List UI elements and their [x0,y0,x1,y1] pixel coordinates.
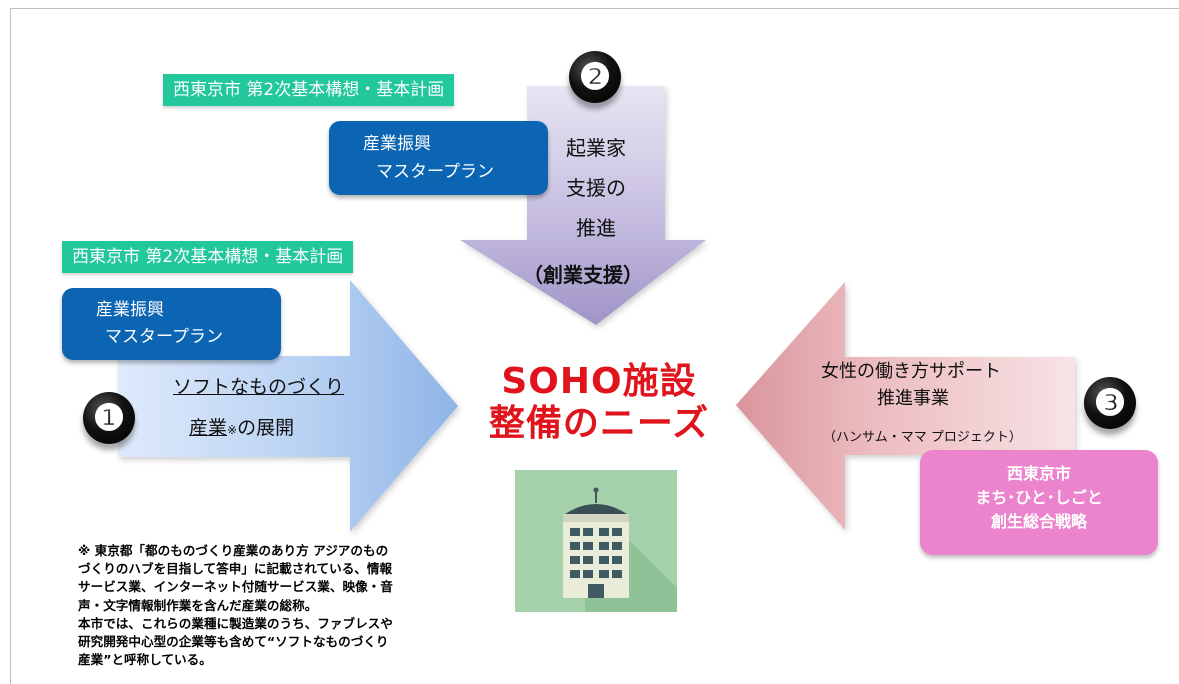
arrow-top-line1: 起業家 [566,136,626,160]
footnote-line: づくりのハブを目指して答申」に記載されている、情報 [78,561,393,577]
arrow-top-line3: 推進 [576,216,616,240]
arrow-right [736,282,1075,530]
arrow-right-sub: （ハンサム・ママ プロジェクト） [823,430,1022,445]
number-3-badge: ❸ [1084,377,1136,429]
arrow-top-sub: （創業支援） [523,263,643,287]
arrow-left-line2-tail: の展開 [237,417,295,439]
strategy-line2: まち･ひと･しごと [975,488,1103,507]
strategy-line3: 創生総合戦略 [990,512,1087,531]
footnote-line: サービス業、インターネット付随サービス業、映像・音 [78,579,393,595]
arrow-right-line2: 推進事業 [877,388,949,409]
plan-label-top: 西東京市 第2次基本構想・基本計画 [163,74,455,106]
masterplan-box-top: 産業振興 マスタープラン [329,121,548,195]
masterplan-left-line2: マスタープラン [105,327,223,347]
arrow-left-line2: 産業※の展開 [189,413,294,440]
masterplan-top-line2: マスタープラン [376,162,494,182]
masterplan-top-line1: 産業振興 [363,134,431,154]
footnote-line: 産業”と呼称している。 [78,652,212,668]
number-2-badge: ❷ [569,51,621,103]
strategy-line1: 西東京市 [1006,464,1071,483]
masterplan-left-line1: 産業振興 [96,300,164,320]
arrow-left-line2-main: 産業 [189,417,228,439]
arrow-top [460,86,706,325]
office-building-icon [515,470,677,612]
arrow-left-line1: ソフトなものづくり [173,376,345,398]
arrow-left [118,280,458,532]
footnote-line: 声・文字情報制作業を含んだ産業の総称。 [78,597,318,613]
arrow-right-line1: 女性の働き方サポート [821,361,1001,382]
center-title-line2: 整備のニーズ [488,403,710,444]
footnote-line: 本市では、これらの業種に製造業のうち、ファブレスや [78,615,393,631]
note-mark: ※ [227,423,238,437]
footnote: ※ 東京都「都のものづくり産業のあり方 アジアのもの づくりのハブを目指して答申… [78,542,393,669]
diagram-frame [10,8,1179,684]
plan-label-left: 西東京市 第2次基本構想・基本計画 [62,241,354,273]
footnote-line: 研究開発中心型の企業等も含めて“ソフトなものづくり [78,634,389,650]
footnote-line: ※ 東京都「都のものづくり産業のあり方 アジアのもの [78,543,389,558]
center-title-line1: SOHO施設 [501,361,697,402]
strategy-box: 西東京市 まち･ひと･しごと 創生総合戦略 [920,450,1158,555]
arrow-top-line2: 支援の [566,176,626,200]
masterplan-box-left: 産業振興 マスタープラン [62,288,281,360]
number-1-badge: ❶ [83,392,135,444]
